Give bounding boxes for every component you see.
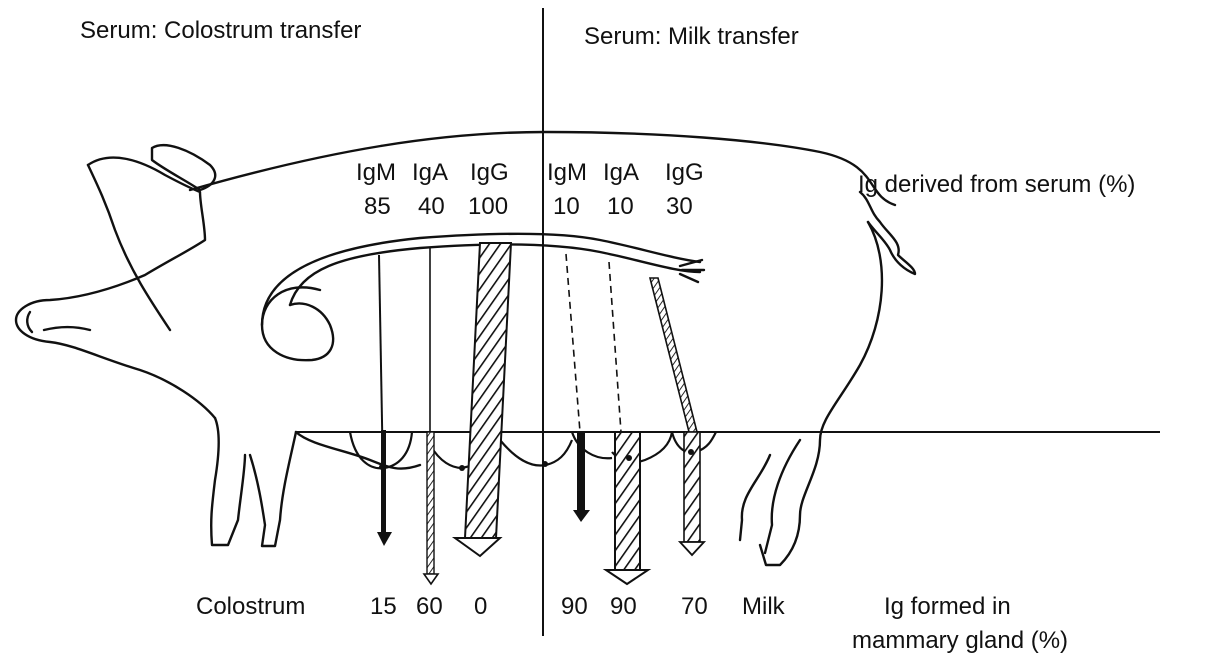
colostrum-iga-serum-value: 40 (418, 193, 445, 220)
colostrum-igg-serum-value: 100 (468, 193, 508, 220)
pig-cheek (88, 165, 170, 330)
top-class-labels: IgM IgA IgG IgM IgA IgG (356, 159, 704, 186)
milk-label: Milk (742, 593, 786, 620)
top-axis-label: Ig derived from serum (%) (858, 171, 1135, 198)
milk-igg-class: IgG (665, 159, 704, 186)
pig-vessel-fork (680, 260, 704, 282)
bottom-axis-label-line2: mammary gland (%) (852, 627, 1068, 654)
milk-iga-gland-value: 90 (610, 593, 637, 620)
pig-tail (860, 192, 915, 274)
heading-milk-transfer: Serum: Milk transfer (584, 23, 799, 50)
milk-igm-gland-value: 90 (561, 593, 588, 620)
milk-igm-arrow (566, 254, 590, 522)
colostrum-iga-arrow (424, 248, 438, 584)
colostrum-igg-arrow (455, 243, 511, 556)
pig-front-leg-2 (250, 432, 296, 546)
milk-igg-arrow (650, 278, 704, 555)
colostrum-iga-gland-value: 60 (416, 593, 443, 620)
pig-front-leg (211, 418, 245, 545)
milk-iga-arrow (606, 262, 648, 584)
milk-arrows (566, 254, 704, 584)
serum-derived-values: 85 40 100 10 10 30 (364, 193, 693, 220)
milk-igg-gland-value: 70 (681, 593, 708, 620)
bottom-axis-label-line1: Ig formed in (884, 593, 1011, 620)
colostrum-igg-gland-value: 0 (474, 593, 487, 620)
pig-belly (296, 432, 420, 469)
colostrum-igm-gland-value: 15 (370, 593, 397, 620)
pig-foreleg-curl (262, 287, 333, 360)
heading-colostrum-transfer: Serum: Colostrum transfer (80, 17, 361, 44)
pig-head (16, 158, 215, 418)
pig-rump (760, 222, 882, 565)
gland-formed-values: Colostrum 15 60 0 90 90 70 Milk (196, 593, 786, 620)
colostrum-igm-serum-value: 85 (364, 193, 391, 220)
colostrum-igg-class: IgG (470, 159, 509, 186)
colostrum-arrows (377, 243, 511, 584)
milk-iga-class: IgA (603, 159, 639, 186)
milk-igg-serum-value: 30 (666, 193, 693, 220)
colostrum-igm-class: IgM (356, 159, 396, 186)
pig-hind-leg-back (740, 455, 770, 540)
milk-iga-serum-value: 10 (607, 193, 634, 220)
pig-snout (27, 312, 90, 332)
milk-igm-class: IgM (547, 159, 587, 186)
milk-igm-serum-value: 10 (553, 193, 580, 220)
teat-curves (350, 432, 716, 468)
pig-illustration (16, 132, 915, 565)
colostrum-igm-arrow (377, 255, 392, 546)
colostrum-label: Colostrum (196, 593, 305, 620)
colostrum-iga-class: IgA (412, 159, 448, 186)
